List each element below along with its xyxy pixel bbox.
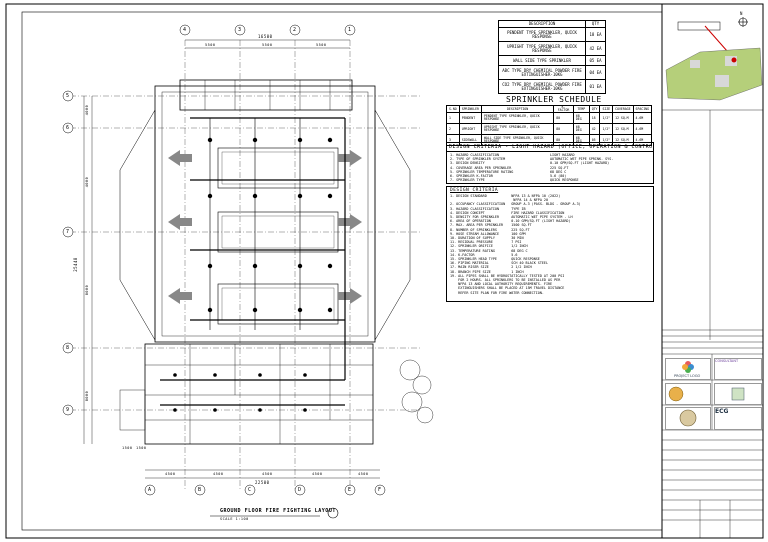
table-row: UPRIGHT TYPE SPRINKLER, QUICK RESPONSE 4… — [498, 41, 606, 56]
outer-border — [5, 3, 764, 539]
bay-dimension: 5500 — [316, 43, 327, 47]
building-plan — [119, 79, 434, 445]
emblem-icon — [679, 409, 697, 427]
left-dimension: 4000 — [85, 176, 90, 188]
grid-label: 3 — [238, 27, 242, 33]
qty-header-description: DESCRIPTION — [498, 20, 586, 28]
hall-inner-wall — [161, 91, 369, 337]
seal-icon — [668, 386, 684, 402]
vehicles — [217, 147, 339, 325]
bottom-dimension: 4500 — [262, 472, 273, 476]
title-block-lines — [662, 109, 763, 538]
left-dimension: 8000 — [85, 390, 90, 402]
table-row: WALL SIDE TYPE SPRINKLER 05 EA — [498, 55, 606, 66]
grid-label: A — [148, 487, 152, 493]
general-notes-box: DESIGN CRITERIA 1. DESIGN STANDARD NFPA … — [446, 186, 654, 302]
table-row: ABC TYPE DRY CHEMICAL POWDER FIRE EXTING… — [498, 65, 606, 80]
grid-label: 4 — [183, 27, 187, 33]
north-label: N — [740, 11, 743, 16]
drawing-title: GROUND FLOOR FIRE FIGHTING LAYOUT — [220, 508, 336, 514]
general-notes-text: 1. DESIGN STANDARD NFPA 13 & NFPA 10 (20… — [450, 194, 581, 295]
partner-mark-icon — [731, 387, 745, 401]
project-logo: PROJECT LOGO — [665, 358, 711, 380]
bottom-dimension: 4500 — [358, 472, 369, 476]
grid-label: 8 — [66, 345, 70, 351]
table-row: CO2 TYPE DRY CHEMICAL POWDER FIRE EXTING… — [498, 79, 606, 94]
left-dimension: 8000 — [85, 284, 90, 296]
grid-label: 5 — [66, 93, 70, 99]
design-criteria-title: DESIGN CRITERIA - LIGHT HAZARD (OFFICE, … — [447, 144, 653, 152]
title-bubble — [327, 507, 339, 519]
sprinkler-heads — [173, 137, 333, 412]
grid-label: 2 — [293, 27, 297, 33]
overall-height-dimension: 25448 — [72, 257, 78, 272]
small-dimension: 1500 — [136, 446, 147, 450]
grid-label: F — [378, 487, 382, 493]
sprinkler-piping — [160, 117, 346, 406]
grid-lines — [70, 40, 420, 490]
key-plan — [665, 17, 763, 101]
table-row: 1 PENDENT PENDENT TYPE SPRINKLER, QUICK … — [446, 112, 653, 125]
hall-outline — [154, 85, 376, 343]
annex-outline — [144, 343, 374, 445]
design-criteria-box: DESIGN CRITERIA - LIGHT HAZARD (OFFICE, … — [446, 142, 654, 184]
general-notes-title: DESIGN CRITERIA — [450, 188, 499, 193]
partner-logo — [714, 383, 762, 405]
bottom-dimension: 4500 — [312, 472, 323, 476]
branch-lines — [209, 118, 301, 330]
sprinkler-schedule-title: SPRINKLER SCHEDULE — [506, 95, 602, 104]
emblem-logo — [665, 407, 711, 430]
bottom-dimension: 4500 — [213, 472, 224, 476]
grid-label: 6 — [66, 125, 70, 131]
bay-dimension: 5500 — [205, 43, 216, 47]
grid-label: D — [298, 487, 302, 493]
overall-dimension: 16500 — [258, 34, 273, 39]
table-row: 2 UPRIGHT UPRIGHT TYPE SPRINKLER, QUICK … — [446, 123, 653, 136]
grid-label: 1 — [348, 27, 352, 33]
bay-dimension: 5500 — [262, 43, 273, 47]
flower-logo-icon — [682, 361, 694, 373]
consultant-logo: CONSULTANT — [714, 358, 762, 380]
quantity-table: DESCRIPTION QTY PENDENT TYPE SPRINKLER, … — [498, 20, 606, 94]
top-room-block — [179, 79, 353, 111]
left-dimension: 4000 — [85, 104, 90, 116]
grid-label: C — [248, 487, 252, 493]
client-logo — [665, 383, 711, 405]
qty-header-qty: QTY — [585, 20, 606, 28]
ecg-logo: ECG — [714, 407, 762, 430]
table-row: PENDENT TYPE SPRINKLER, QUICK RESPONSE 1… — [498, 27, 606, 42]
dimension-lines — [83, 39, 380, 479]
drawing-scale: SCALE 1:100 — [220, 517, 249, 521]
grid-label: B — [198, 487, 202, 493]
bottom-overall-dimension: 22500 — [255, 480, 270, 485]
grid-label: 7 — [66, 229, 70, 235]
grid-label: E — [348, 487, 352, 493]
traffic-arrows — [168, 150, 362, 304]
grid-label: 9 — [66, 407, 70, 413]
sprinkler-schedule-table: S.NO SPRINKLER DESCRIPTION K-FACTOR TEMP… — [446, 104, 653, 147]
bottom-dimension: 4500 — [165, 472, 176, 476]
grid-bubbles — [62, 24, 386, 496]
table-row: 3 SIDEWALL WALL SIDE TYPE SPRINKLER, QUI… — [446, 134, 653, 147]
small-dimension: 1500 — [122, 446, 133, 450]
